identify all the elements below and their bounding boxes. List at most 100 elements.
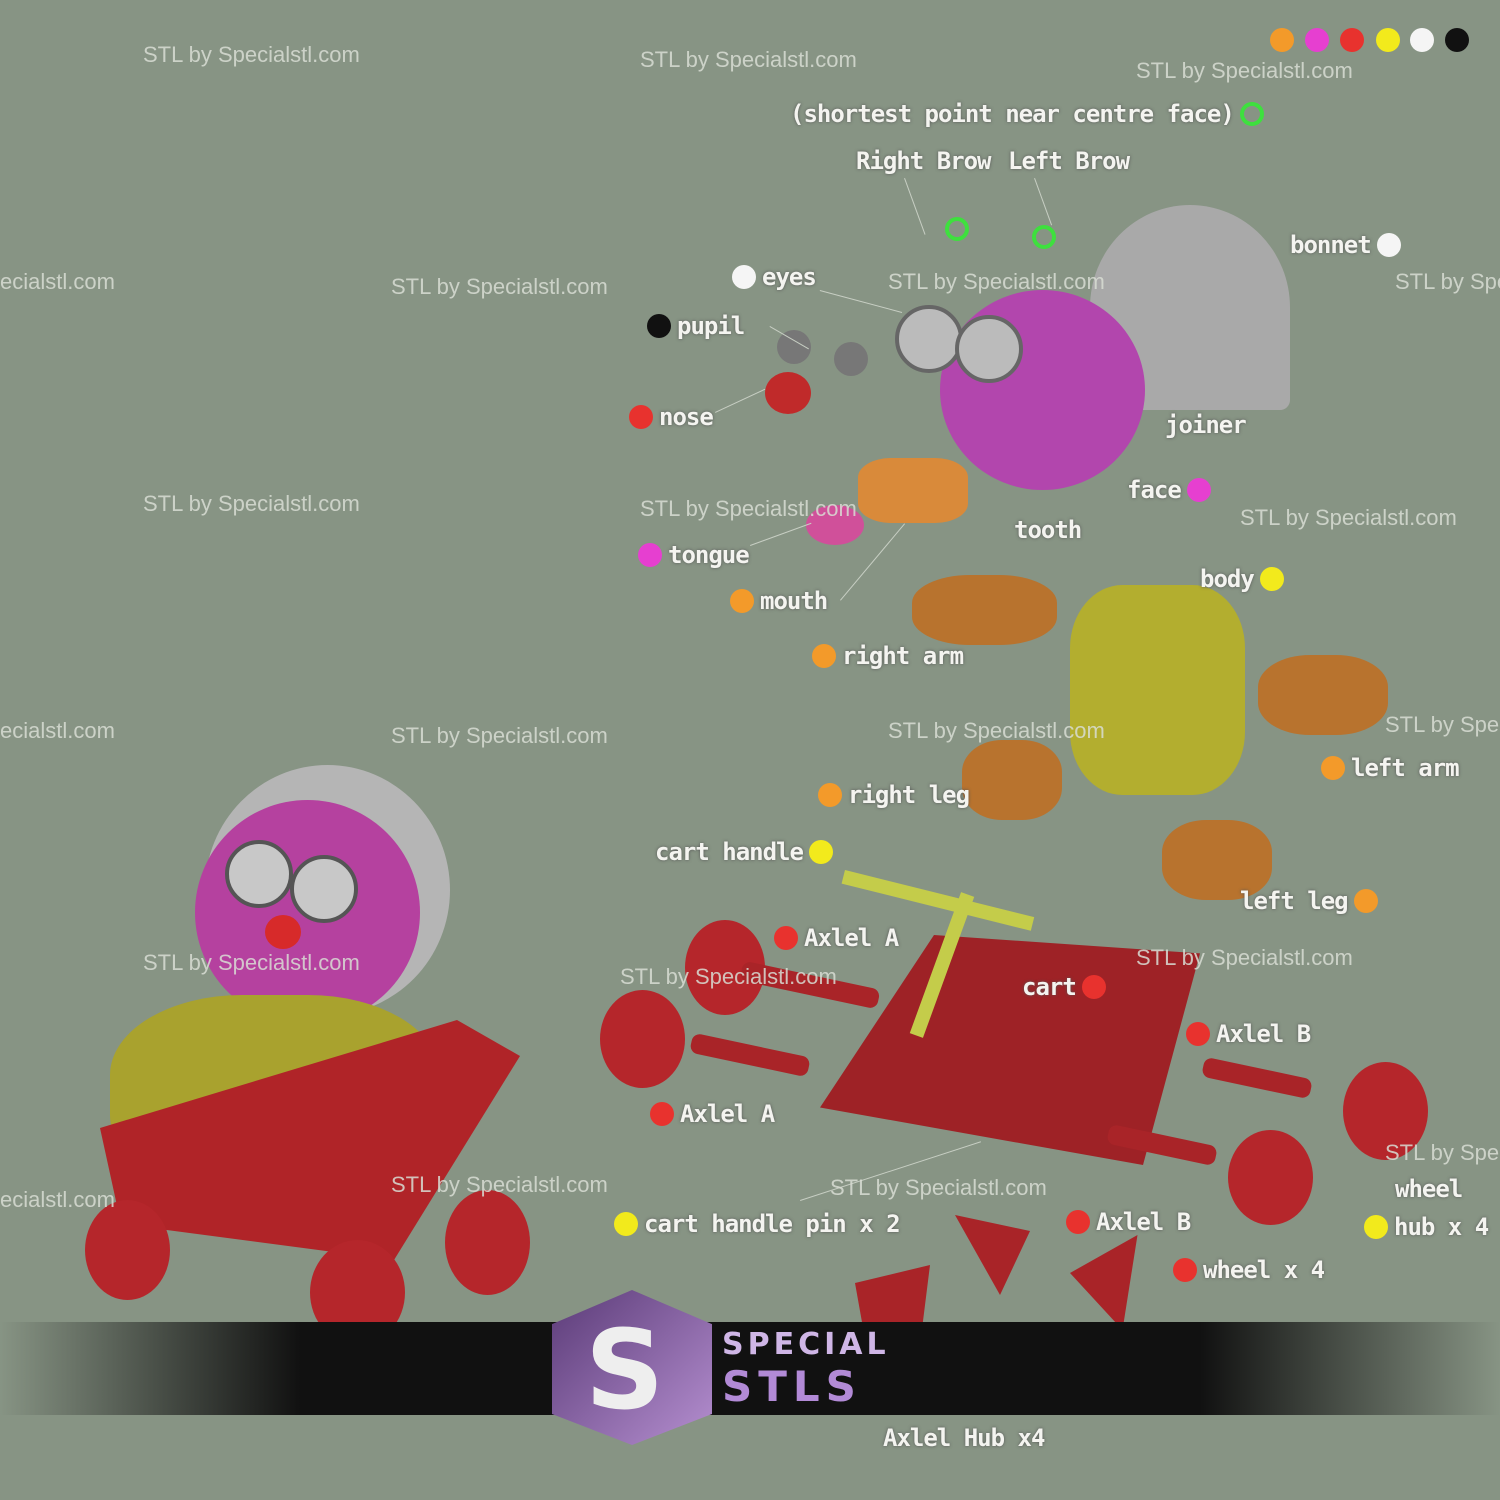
label-cart-handle-pin: cart handle pin x 2 xyxy=(644,1210,901,1238)
logo-text: STLS xyxy=(722,1362,862,1411)
left-arm-part xyxy=(1258,655,1388,735)
pupil-part xyxy=(834,342,868,376)
label-right-arm: right arm xyxy=(842,642,964,670)
color-dot-orange xyxy=(1321,756,1345,780)
label-nose: nose xyxy=(659,403,714,431)
color-dot-white xyxy=(1376,233,1401,257)
watermark: STL by Specialstl.com xyxy=(640,496,857,521)
tooth-tag: tooth xyxy=(1014,516,1082,544)
color-dot-magenta xyxy=(638,543,662,567)
watermark: ecialstl.com xyxy=(0,269,115,294)
color-dot-white xyxy=(732,265,756,289)
label-wheel-hub: hub x 4 xyxy=(1394,1213,1489,1241)
color-dot-orange xyxy=(730,589,754,613)
right-leg-tag: right leg xyxy=(818,781,970,809)
eye-part xyxy=(955,315,1023,383)
axle-hub-part xyxy=(1070,1235,1138,1330)
nose-part xyxy=(765,372,811,414)
watermark: STL by Specialstl.com xyxy=(143,491,360,516)
color-swatch-black xyxy=(1445,28,1469,52)
left-leg-tag: left leg xyxy=(1240,887,1378,915)
watermark: ecialstl.com xyxy=(0,1187,115,1212)
brow-note-tag: (shortest point near centre face) xyxy=(790,100,1264,128)
label-wheel: wheel x 4 xyxy=(1203,1256,1325,1284)
tongue-part xyxy=(806,505,864,545)
assembled-wheel xyxy=(85,1200,170,1300)
cart-handle-part xyxy=(841,870,1035,931)
color-dot-yellow xyxy=(1259,567,1284,591)
color-swatch-red xyxy=(1340,28,1364,52)
label-bonnet: bonnet xyxy=(1290,231,1372,259)
assembled-eye xyxy=(225,840,293,908)
wheel-tag: wheel x 4 xyxy=(1173,1256,1325,1284)
watermark: STL by Specialstl.com xyxy=(143,950,360,975)
label-axle-hub: Axlel Hub x4 xyxy=(883,1424,1045,1452)
label-mouth: mouth xyxy=(760,587,828,615)
watermark: STL by Specialstl.com xyxy=(1136,58,1353,83)
watermark: STL by Specialstl.com xyxy=(143,42,360,67)
assembled-eye xyxy=(290,855,358,923)
watermark: STL by Spe xyxy=(1395,269,1500,294)
watermark: STL by Specialstl.com xyxy=(888,718,1105,743)
color-dot-yellow xyxy=(1364,1215,1388,1239)
color-swatch-orange xyxy=(1270,28,1294,52)
axle-b-bottom-tag: Axlel B xyxy=(1066,1208,1191,1236)
wheel-hub-tag: wheel xyxy=(1395,1175,1463,1203)
label-cart: cart xyxy=(1022,973,1077,1001)
watermark: STL by Specialstl.com xyxy=(391,723,608,748)
label-cart-handle: cart handle xyxy=(655,838,804,866)
axle-part xyxy=(689,1032,811,1078)
label-joiner: joiner xyxy=(1165,411,1247,439)
label-right-brow: Right Brow xyxy=(856,147,991,175)
color-dot-orange xyxy=(818,783,842,807)
label-face: face xyxy=(1127,476,1182,504)
label-left-arm: left arm xyxy=(1351,754,1460,782)
joiner-tag: joiner xyxy=(1165,411,1247,439)
watermark: STL by Specialstl.com xyxy=(888,269,1105,294)
axle-a-bottom-tag: Axlel A xyxy=(650,1100,775,1128)
watermark: STL by Specialstl.com xyxy=(620,964,837,989)
label-body: body xyxy=(1200,565,1255,593)
right-leg-part xyxy=(962,740,1062,820)
mouth-part xyxy=(858,458,968,523)
color-dot-red xyxy=(629,405,653,429)
logo-banner xyxy=(0,1322,1500,1415)
axle-b-top-tag: Axlel B xyxy=(1186,1020,1311,1048)
color-dot-red xyxy=(1081,975,1106,999)
label-axle-b: Axlel B xyxy=(1096,1208,1191,1236)
label-left-brow: Left Brow xyxy=(1008,147,1130,175)
left-arm-tag: left arm xyxy=(1321,754,1460,782)
color-dot-red xyxy=(1173,1258,1197,1282)
color-dot-magenta xyxy=(1186,478,1211,502)
mouth-tag: mouth xyxy=(730,587,828,615)
leader-line xyxy=(715,388,766,413)
axle-hub-part xyxy=(855,1265,930,1325)
wheel-part xyxy=(600,990,685,1088)
color-dot-red xyxy=(774,926,798,950)
right-arm-tag: right arm xyxy=(812,642,964,670)
body-part xyxy=(1070,585,1245,795)
watermark: STL by Specialstl.com xyxy=(640,47,857,72)
axle-part xyxy=(1201,1056,1313,1100)
left-leg-part xyxy=(1162,820,1272,900)
color-dot-black xyxy=(647,314,671,338)
right-brow-tag: Right Brow xyxy=(856,147,991,175)
body-tag: body xyxy=(1200,565,1284,593)
watermark: STL by Spe xyxy=(1385,712,1500,737)
wheel-hub-tag: hub x 4 xyxy=(1364,1213,1489,1241)
green-ring-marker xyxy=(1032,225,1056,249)
cart-handle-pin-tag: cart handle pin x 2 xyxy=(614,1210,901,1238)
label-axle-b: Axlel B xyxy=(1216,1020,1311,1048)
color-dot-red xyxy=(650,1102,674,1126)
cart-tag: cart xyxy=(1022,973,1106,1001)
label-axle-a: Axlel A xyxy=(804,924,899,952)
eyes-tag: eyes xyxy=(732,263,817,291)
label-eyes: eyes xyxy=(762,263,817,291)
color-dot-yellow xyxy=(808,840,833,864)
label-right-leg: right leg xyxy=(848,781,970,809)
color-dot-red xyxy=(1186,1022,1210,1046)
tongue-tag: tongue xyxy=(638,541,750,569)
watermark: STL by Specialstl.com xyxy=(830,1175,1047,1200)
leader-line xyxy=(1034,178,1053,226)
watermark: STL by Specialstl.com xyxy=(1240,505,1457,530)
